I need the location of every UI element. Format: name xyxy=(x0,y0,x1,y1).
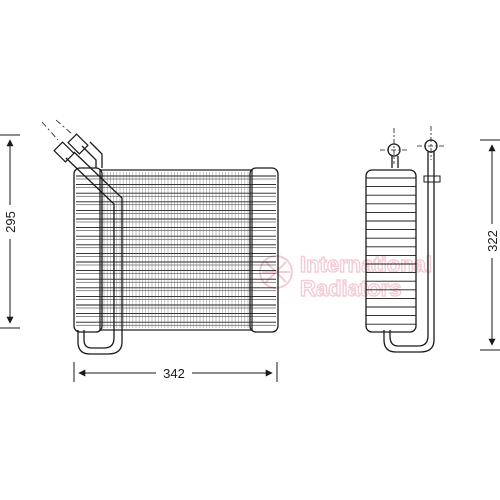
side-pipes xyxy=(383,152,441,353)
front-core-fins xyxy=(103,172,249,328)
front-core-tubes xyxy=(76,175,276,326)
side-view: 322 xyxy=(365,126,500,353)
front-pipe-fittings xyxy=(41,119,89,163)
watermark-line2: Radiators xyxy=(300,276,401,301)
front-right-tank xyxy=(249,167,279,333)
front-height-label: 295 xyxy=(3,211,18,233)
front-left-tank xyxy=(73,167,103,333)
side-height-label: 322 xyxy=(485,230,500,252)
front-width-dimension: 342 xyxy=(73,362,278,382)
side-pipe-fittings xyxy=(380,126,445,164)
side-core xyxy=(365,169,417,333)
front-width-label: 342 xyxy=(163,366,185,381)
front-pipes xyxy=(65,141,123,355)
watermark-emblem-icon xyxy=(259,255,293,289)
front-core xyxy=(99,169,253,331)
front-view: 295 342 xyxy=(0,119,279,382)
front-height-dimension: 295 xyxy=(0,134,20,329)
side-height-dimension: 322 xyxy=(480,139,500,351)
side-core-tubes xyxy=(366,177,416,325)
watermark-logo: International Radiators xyxy=(259,251,433,302)
